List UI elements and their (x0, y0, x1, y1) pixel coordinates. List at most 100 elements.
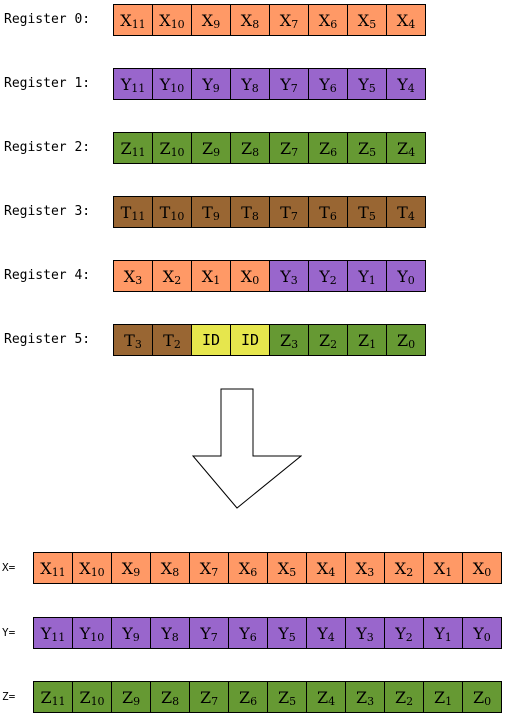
cell-base: X (279, 10, 292, 30)
cell-base: Z (160, 687, 173, 707)
cell-subscript: 0 (484, 565, 492, 579)
cell-subscript: 2 (406, 565, 414, 579)
cell-subscript: 0 (407, 273, 415, 287)
cell-subscript: 5 (368, 209, 376, 223)
cell-base: Y (202, 74, 213, 94)
cell-base: Y (79, 623, 91, 643)
cell-base: X (162, 266, 175, 286)
cell-subscript: 4 (408, 145, 416, 159)
cell-base: Z (279, 330, 292, 350)
cell-subscript: 6 (250, 694, 258, 708)
cell-subscript: 0 (484, 694, 492, 708)
cell-base: Z (433, 687, 446, 707)
cell-subscript: 1 (445, 565, 453, 579)
cell-subscript: 7 (291, 145, 299, 159)
cell-subscript: 9 (212, 209, 220, 223)
cell-subscript: 10 (170, 145, 185, 159)
cell-base: Y (395, 623, 406, 643)
cell-subscript: 3 (291, 337, 299, 351)
cell-base: Z (396, 138, 409, 158)
output-label: Y= (2, 626, 16, 639)
cell-base: X (201, 266, 214, 286)
cell-subscript: 1 (445, 694, 453, 708)
cell-base: T (120, 202, 132, 222)
cell-subscript: 4 (327, 630, 335, 644)
cell-subscript: 2 (330, 337, 338, 351)
cell-base: Z (357, 138, 370, 158)
cell-base: X (357, 10, 370, 30)
cell-base: X (121, 558, 134, 578)
cell-subscript: 3 (367, 694, 375, 708)
cell-base: X (394, 558, 407, 578)
cell-base: Y (317, 623, 328, 643)
cell-subscript: 9 (213, 17, 221, 31)
register-cell: ID (191, 324, 231, 356)
cell-base: Z (472, 687, 485, 707)
cell-base: X (238, 558, 251, 578)
cell-base: X (433, 558, 446, 578)
cell-base: Z (316, 687, 329, 707)
cell-base: X (160, 558, 173, 578)
register-label: Register 4: (4, 268, 91, 283)
cell-base: X (123, 266, 136, 286)
cell-subscript: 10 (170, 81, 185, 95)
register-label: Register 5: (4, 332, 91, 347)
cell-base: X (79, 558, 91, 578)
cell-base: Y (280, 74, 291, 94)
cell-subscript: 11 (51, 630, 66, 644)
cell-subscript: 0 (483, 630, 491, 644)
down-arrow-icon (192, 388, 302, 509)
cell-subscript: 5 (369, 17, 377, 31)
cell-subscript: 11 (51, 565, 66, 579)
cell-subscript: 4 (407, 81, 415, 95)
cell-base: Y (397, 74, 408, 94)
cell-subscript: 10 (90, 694, 105, 708)
cell-subscript: 9 (213, 145, 221, 159)
cell-subscript: 2 (329, 273, 337, 287)
cell-base: X (240, 266, 253, 286)
cell-subscript: 4 (328, 565, 336, 579)
cell-subscript: 5 (289, 565, 297, 579)
cell-base: Z (318, 138, 331, 158)
cell-base: Z (201, 138, 214, 158)
cell-base: T (124, 330, 135, 350)
cell-base: X (201, 10, 214, 30)
cell-base: ID (201, 331, 221, 349)
cell-base: Z (355, 687, 368, 707)
cell-base: T (241, 202, 252, 222)
cell-base: X (199, 558, 212, 578)
cell-subscript: 1 (368, 273, 376, 287)
